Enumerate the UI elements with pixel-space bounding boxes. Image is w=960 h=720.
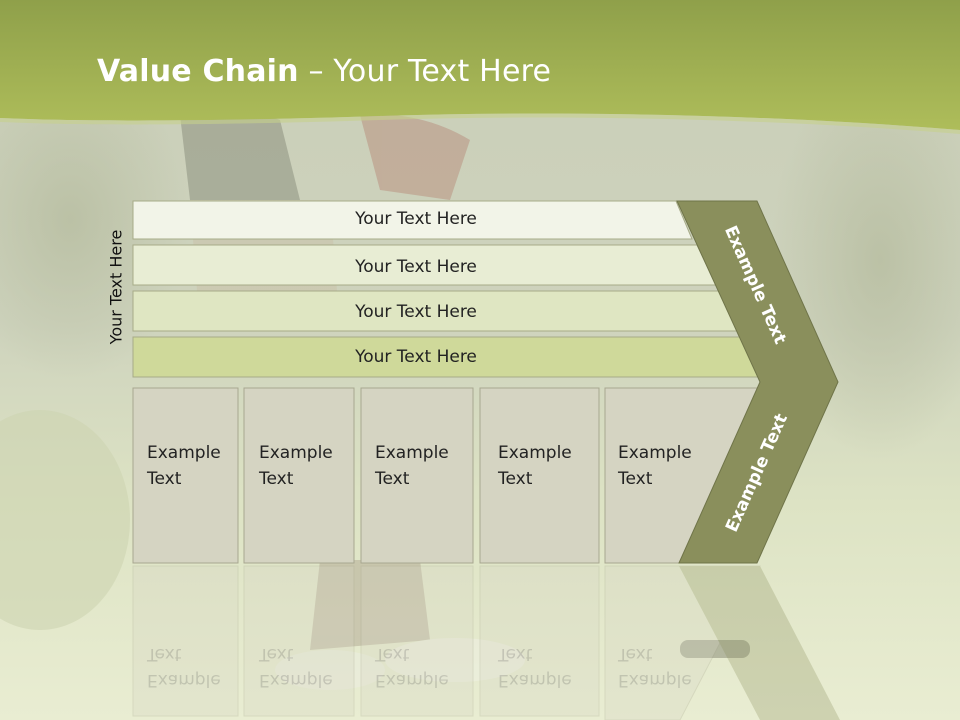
title-rest: – Your Text Here: [298, 54, 552, 89]
row-label-2: Your Text Here: [355, 257, 477, 277]
column-label-4-line2: Text: [498, 469, 533, 489]
column-box-1: [132, 387, 239, 564]
row-label-4: Your Text Here: [355, 347, 477, 367]
column-box-2: [243, 387, 355, 564]
column-label-5-line1: Example: [618, 443, 692, 463]
column-label-2-line2: Text: [259, 469, 294, 489]
column-label-4-line1: Example: [498, 443, 572, 463]
slide-title: Value Chain – Your Text Here: [97, 54, 551, 89]
column-label-5-line2: Text: [618, 469, 653, 489]
column-box-3: [360, 387, 474, 564]
chevron-arrow: [676, 200, 839, 564]
column-box-4: [479, 387, 600, 564]
column-label-1-line1: Example: [147, 443, 221, 463]
column-label-1-line2: Text: [147, 469, 182, 489]
row-label-3: Your Text Here: [355, 302, 477, 322]
column-label-3-line1: Example: [375, 443, 449, 463]
column-label-3-line2: Text: [375, 469, 410, 489]
column-label-2-line1: Example: [259, 443, 333, 463]
title-bold: Value Chain: [97, 54, 299, 89]
row-bar-1: [132, 200, 693, 240]
row-label-1: Your Text Here: [355, 209, 477, 229]
